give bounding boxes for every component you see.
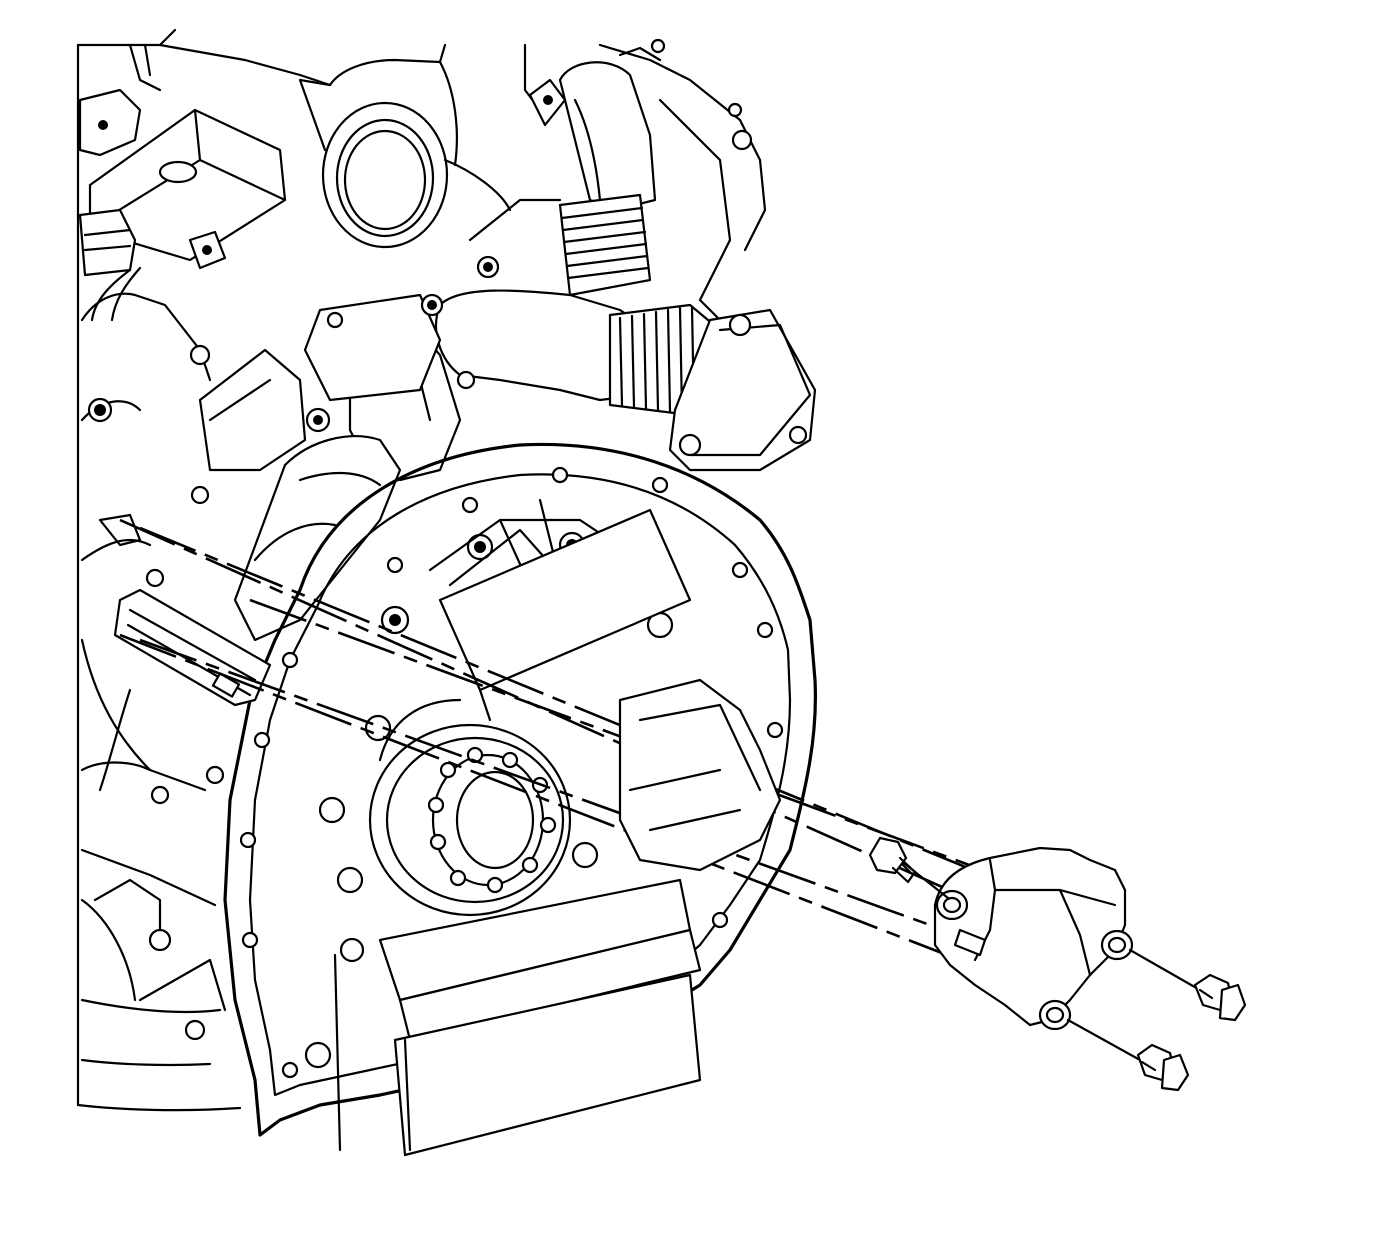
left-mount	[98, 513, 272, 792]
egr-pipe-coupler	[558, 193, 652, 297]
egr-pipe	[435, 38, 767, 402]
crankshaft-hub	[368, 698, 572, 917]
exhaust-bellows	[608, 303, 817, 472]
flywheel-housing	[223, 442, 818, 1137]
bracket-bolt-upper	[1128, 948, 1247, 1022]
oil-pan	[333, 878, 702, 1157]
sensor-connector	[78, 43, 287, 322]
engine-block	[76, 28, 542, 1112]
intake-opening	[298, 78, 512, 249]
transmission-cover	[618, 678, 782, 872]
bracket-bolt-short	[868, 836, 950, 900]
support-bracket	[933, 846, 1134, 1031]
bracket-bolt-lower	[1066, 1018, 1190, 1092]
